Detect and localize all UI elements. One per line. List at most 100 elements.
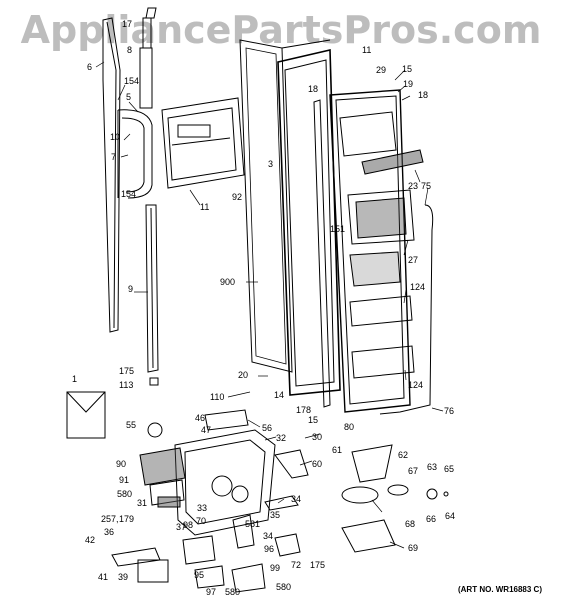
callout-7: 7	[111, 152, 116, 162]
callout-55: 55	[126, 420, 136, 430]
part-113	[149, 377, 159, 386]
callout-31: 31	[137, 498, 147, 508]
callout-580-left: 580	[117, 489, 132, 499]
callout-154-bottom: 154	[121, 189, 136, 199]
callout-17: 17	[122, 19, 132, 29]
callout-18-left: 18	[308, 84, 318, 94]
callout-41: 41	[98, 572, 108, 582]
callout-68: 68	[405, 519, 415, 529]
callout-15-top: 15	[402, 64, 412, 74]
part-69	[341, 519, 396, 553]
callout-33: 33	[197, 503, 207, 513]
callout-60: 60	[312, 459, 322, 469]
callout-90: 90	[116, 459, 126, 469]
door-trim-strip-lower	[145, 204, 159, 373]
callout-92: 92	[232, 192, 242, 202]
callout-96: 96	[264, 544, 274, 554]
callout-80: 80	[344, 422, 354, 432]
module-39	[137, 559, 169, 583]
callout-11-plate: 11	[200, 202, 209, 212]
door-gasket	[277, 49, 341, 396]
door-liner	[329, 89, 415, 413]
dispenser-trim-plate	[161, 97, 245, 189]
callout-62: 62	[398, 450, 408, 460]
callout-18-right: 18	[418, 90, 428, 100]
callout-67: 67	[408, 466, 418, 476]
callout-70: 70	[196, 516, 206, 526]
callout-46: 46	[195, 413, 205, 423]
callout-39: 39	[118, 572, 128, 582]
callout-72: 72	[291, 560, 301, 570]
part-98	[182, 535, 216, 565]
callout-154-top: 154	[124, 76, 139, 86]
door-panel	[239, 39, 331, 373]
liner-trim-strip	[313, 99, 331, 408]
callout-76: 76	[444, 406, 454, 416]
callout-37: 37	[176, 522, 186, 532]
callout-47: 47	[201, 425, 211, 435]
callout-27: 27	[408, 255, 418, 265]
hinge-bracket-top	[139, 7, 157, 109]
dispenser-paddle	[361, 149, 424, 175]
part-99	[231, 563, 266, 593]
bracket-60	[274, 449, 309, 479]
callout-5: 5	[126, 92, 131, 102]
callout-56: 56	[262, 423, 272, 433]
part-70	[232, 514, 255, 549]
door-trim-strip-left	[102, 17, 121, 333]
callout-42: 42	[85, 535, 95, 545]
callout-581: 581	[245, 519, 260, 529]
callout-19: 19	[403, 79, 413, 89]
callout-95: 95	[194, 570, 204, 580]
callout-20: 20	[238, 370, 248, 380]
callout-257: 257,	[101, 514, 119, 524]
callout-15-bottom: 15	[308, 415, 318, 425]
part-62	[387, 484, 409, 496]
callout-124-bottom: 124	[408, 380, 423, 390]
watermark: AppliancePartsPros.com	[20, 8, 542, 52]
door-handle	[117, 109, 153, 199]
callout-98: 98	[183, 520, 193, 530]
callout-175-bottom: 175	[310, 560, 325, 570]
callout-900: 900	[220, 277, 235, 287]
callout-29: 29	[376, 65, 386, 75]
heater-wire	[379, 204, 434, 415]
callout-113: 113	[119, 380, 133, 390]
callout-151: 151	[330, 224, 345, 234]
callout-124-top: 124	[410, 282, 425, 292]
callout-6: 6	[87, 62, 92, 72]
callout-175-left: 175	[119, 366, 134, 376]
callout-580-right: 580	[276, 582, 291, 592]
callout-23: 23	[408, 181, 418, 191]
callout-61: 61	[332, 445, 342, 455]
callout-30: 30	[312, 432, 322, 442]
leader-lines	[95, 61, 444, 549]
dispenser-housing	[139, 429, 276, 536]
part-72	[274, 533, 301, 557]
callout-36: 36	[104, 527, 114, 537]
callout-580-bottom: 580	[225, 587, 240, 597]
callout-65: 65	[444, 464, 454, 474]
callout-91: 91	[119, 475, 129, 485]
callout-10: 10	[110, 132, 120, 142]
callout-66: 66	[426, 514, 436, 524]
callout-3: 3	[268, 159, 273, 169]
callout-179: 179	[119, 514, 134, 524]
callout-9: 9	[128, 284, 133, 294]
callout-99: 99	[270, 563, 280, 573]
callout-1: 1	[72, 374, 77, 384]
actuator-34	[264, 495, 299, 511]
motor-55	[147, 422, 163, 438]
part-68	[341, 486, 379, 504]
art-number: (ART NO. WR16883 C)	[457, 585, 542, 594]
literature-envelope	[66, 391, 106, 439]
part-64	[443, 491, 449, 497]
part-95	[194, 565, 225, 589]
callout-110: 110	[210, 392, 224, 402]
callout-8: 8	[127, 45, 132, 55]
ice-chute	[351, 444, 393, 483]
callout-34-top: 34	[291, 494, 301, 504]
callout-32: 32	[276, 433, 286, 443]
lever-36	[111, 547, 161, 567]
callout-63: 63	[427, 462, 437, 472]
